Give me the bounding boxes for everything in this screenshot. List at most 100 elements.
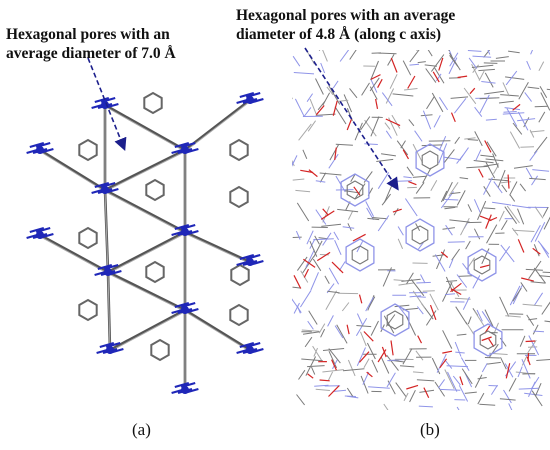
wire-bond [513, 288, 522, 301]
wire-bond [508, 51, 520, 53]
wire-bond [473, 56, 492, 57]
benzene-ring [151, 340, 168, 360]
hex-ring-b-inner [474, 256, 490, 274]
wire-bond [299, 370, 305, 379]
wire-bond [524, 393, 542, 395]
pore-arrow-b [305, 48, 397, 188]
wire-bond [415, 131, 423, 142]
wire-bond [319, 324, 325, 334]
wire-bond [381, 154, 396, 156]
wire-bond [405, 199, 417, 217]
wire-bond [407, 167, 413, 176]
wire-bond [397, 141, 408, 155]
benzene-ring [146, 262, 163, 282]
oxygen-bond [460, 377, 463, 386]
wire-bond [505, 77, 524, 80]
wire-bond [329, 268, 338, 284]
wire-bond [293, 179, 305, 180]
wire-bond [535, 207, 543, 219]
wire-bond [539, 112, 545, 122]
wire-bond [309, 311, 318, 325]
panel-b-annotation-line2: diameter of 4.8 Å (along c axis) [236, 25, 455, 44]
wire-bond [347, 388, 352, 396]
wire-bond [510, 286, 520, 305]
wire-bond [460, 178, 469, 179]
wire-bond [468, 51, 482, 52]
bond-a [185, 232, 250, 262]
wire-bond [321, 224, 341, 226]
nitrogen-cluster [27, 228, 54, 239]
oxygen-bond [320, 380, 330, 381]
wire-bond [457, 407, 468, 425]
wire-bond [357, 314, 362, 325]
oxygen-bond [408, 182, 416, 185]
wire-bond [308, 321, 314, 329]
bond-a-highlight [110, 312, 185, 352]
wire-bond [297, 395, 305, 405]
wire-bond [384, 404, 393, 417]
wire-bond [501, 220, 507, 230]
wire-bond [322, 370, 343, 372]
wire-bond [378, 172, 388, 188]
wire-bond [541, 244, 549, 258]
wire-bond [409, 119, 414, 125]
wire-bond [302, 330, 319, 331]
wire-bond [451, 97, 468, 99]
wire-bond [366, 297, 374, 311]
wire-bond [342, 303, 349, 312]
oxygen-bond [479, 169, 484, 178]
wire-bond [522, 354, 527, 365]
panel-b-annotation: Hexagonal pores with an average diameter… [236, 6, 455, 44]
wire-bond [316, 79, 324, 95]
wire-bond [514, 166, 533, 169]
wire-bond [310, 99, 316, 114]
wire-bond [480, 155, 493, 156]
panel-a-structure [27, 93, 264, 394]
wire-bond [399, 283, 415, 285]
wire-bond [510, 132, 519, 149]
wire-bond [413, 372, 424, 373]
wire-bond [416, 182, 424, 193]
wire-bond [300, 290, 311, 307]
bond-a [110, 310, 185, 350]
wire-bond [449, 53, 460, 70]
oxygen-bond [490, 218, 497, 221]
wire-bond [416, 282, 430, 283]
wire-bond [293, 56, 300, 66]
wire-bond [448, 242, 465, 243]
wire-bond [400, 366, 414, 367]
wire-bond [386, 131, 391, 139]
wire-bond [417, 307, 423, 315]
wire-bond [316, 389, 330, 390]
oxygen-bond [406, 385, 418, 389]
wire-bond [363, 372, 369, 385]
benzene-ring [230, 140, 247, 160]
wire-bond [479, 404, 495, 405]
wire-bond [348, 360, 355, 376]
wire-bond [398, 227, 403, 236]
wire-bond [410, 390, 416, 402]
wire-bond [455, 137, 460, 144]
wire-bond [492, 202, 511, 205]
wire-bond [403, 177, 411, 178]
hex-ring-b-inner [352, 246, 368, 264]
wire-bond [487, 362, 501, 364]
wire-bond [468, 317, 471, 325]
wire-bond [496, 57, 509, 59]
wire-bond [474, 311, 484, 326]
wire-bond [432, 93, 443, 112]
oxygen-bond [360, 295, 362, 304]
wire-bond [382, 194, 391, 205]
wire-bond [441, 191, 446, 202]
wire-bond [299, 124, 312, 140]
wire-bond [509, 378, 516, 391]
wire-bond [361, 376, 368, 394]
wire-bond [319, 238, 328, 239]
oxygen-bond [378, 79, 383, 88]
wire-bond [499, 101, 514, 103]
wire-bond [295, 99, 304, 116]
wire-bond [518, 367, 522, 377]
wire-bond [421, 275, 426, 284]
wire-bond [425, 65, 437, 66]
